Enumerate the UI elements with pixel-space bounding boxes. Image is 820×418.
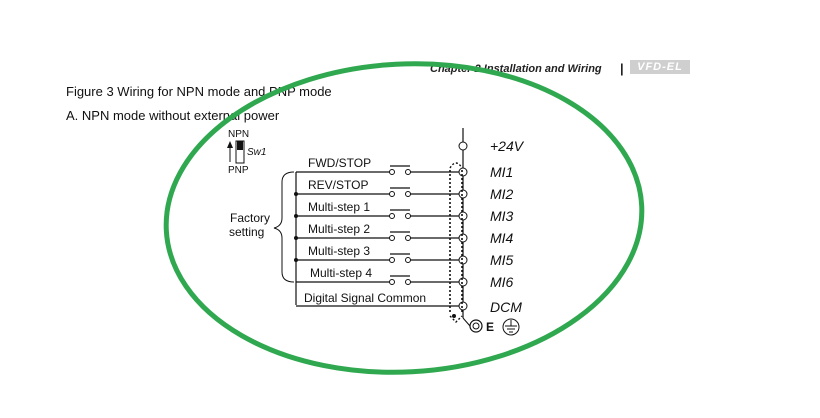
factory-label-line2: setting: [229, 225, 264, 239]
contact-left: [389, 235, 395, 241]
dotted-link-bottom: [449, 315, 463, 323]
switch-lever: [237, 141, 243, 150]
terminal-circle: [458, 233, 468, 243]
ground-terminal: E: [462, 317, 520, 336]
factory-brace: [273, 171, 295, 283]
sw1-label: Sw1: [247, 147, 266, 158]
highlight-ellipse: [163, 61, 645, 375]
terminal-24v-label: +24V: [490, 138, 525, 154]
input-label-multistep-3: Multi-step 3: [308, 244, 370, 258]
terminal-mi5-label: MI5: [490, 252, 514, 268]
contact-left: [389, 169, 395, 175]
common-row: Digital Signal Common DCM: [296, 291, 522, 315]
input-row-1: FWD/STOP MI1: [296, 156, 513, 180]
terminal-dcm-label: DCM: [490, 299, 522, 315]
contact-left: [389, 279, 395, 285]
earth-ground-icon: [502, 318, 520, 336]
contact-right: [405, 235, 411, 241]
input-row-2: REV/STOP MI2: [294, 178, 514, 202]
contact-right: [405, 257, 411, 263]
input-label-multistep-1: Multi-step 1: [308, 200, 370, 214]
pnp-label: PNP: [228, 165, 249, 176]
contact-right: [405, 279, 411, 285]
ground-e-label: E: [486, 320, 494, 334]
terminal-mi1-label: MI1: [490, 164, 513, 180]
product-logo: VFD-EL: [630, 60, 690, 74]
header-separator: |: [620, 61, 624, 76]
terminal-mi2-label: MI2: [490, 186, 514, 202]
input-row-3: Multi-step 1 MI3: [294, 200, 514, 224]
terminal-mi6-label: MI6: [490, 274, 514, 290]
contact-left: [389, 213, 395, 219]
terminal-circle: [458, 277, 468, 287]
terminal-circle: [458, 301, 468, 311]
contact-left: [389, 191, 395, 197]
ground-lead: [462, 317, 471, 327]
contact-right: [405, 213, 411, 219]
input-row-5: Multi-step 3 MI5: [294, 244, 514, 268]
switch-arrow-head: [227, 141, 233, 148]
internal-dotted-links: [449, 162, 463, 323]
contact-right: [405, 169, 411, 175]
input-label-rev-stop: REV/STOP: [308, 178, 368, 192]
npn-label: NPN: [228, 129, 249, 140]
factory-label-line1: Factory: [230, 211, 270, 225]
terminal-mi4-label: MI4: [490, 230, 514, 246]
terminal-circle: [458, 189, 468, 199]
ground-terminal-inner: [472, 322, 480, 330]
input-label-multistep-4: Multi-step 4: [310, 266, 372, 280]
terminal-circle: [458, 167, 468, 177]
contact-right: [405, 191, 411, 197]
digital-signal-common-label: Digital Signal Common: [304, 291, 426, 305]
terminal-mi3-label: MI3: [490, 208, 514, 224]
terminal-circle: [458, 255, 468, 265]
input-row-4: Multi-step 2 MI4: [294, 222, 514, 246]
input-row-6: Multi-step 4 MI6: [296, 266, 514, 290]
dotted-junction: [452, 314, 456, 318]
sw1-switch: NPN PNP Sw1: [227, 129, 266, 176]
contact-left: [389, 257, 395, 263]
dotted-link-top: [449, 162, 463, 169]
terminal-24v-circle: [458, 141, 468, 151]
input-label-fwd-stop: FWD/STOP: [308, 156, 371, 170]
terminal-circle: [458, 211, 468, 221]
input-label-multistep-2: Multi-step 2: [308, 222, 370, 236]
